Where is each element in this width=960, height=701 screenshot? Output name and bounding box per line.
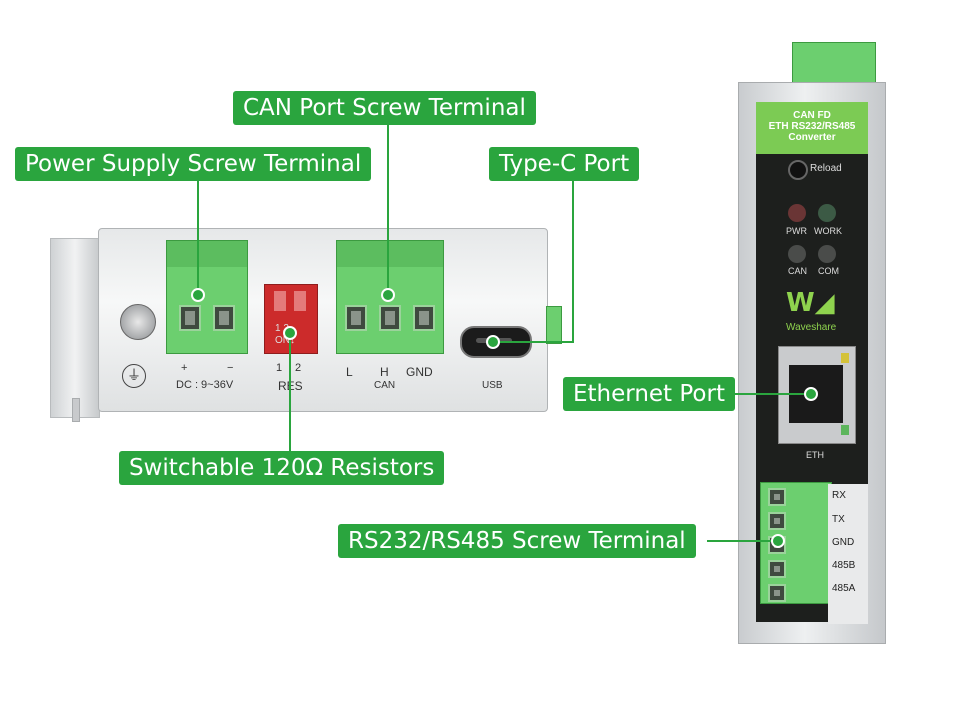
front-view-device: CAN FD ETH RS232/RS485 Converter Reload … <box>738 40 888 645</box>
plus-label: + <box>181 362 188 374</box>
resistors-callout: Switchable 120Ω Resistors <box>119 451 445 485</box>
sw1-label: 1 <box>276 362 283 374</box>
dc-voltage-label: DC : 9~36V <box>176 379 234 391</box>
work-led <box>818 204 836 222</box>
can-group-label: CAN <box>374 380 396 391</box>
sw2-label: 2 <box>295 362 302 374</box>
can-screw-l <box>345 305 367 331</box>
pwr-label: PWR <box>786 226 807 236</box>
reload-button[interactable] <box>788 160 808 180</box>
usb-label: USB <box>482 380 503 391</box>
title-line2: ETH RS232/RS485 <box>768 121 856 132</box>
pin-label-strip <box>828 484 868 624</box>
can-port-callout: CAN Port Screw Terminal <box>233 91 536 125</box>
bottom-view-device: ⏚ + − DC : 9~36V 1 2 ON↓ 1 2 RES L H GND… <box>50 218 562 422</box>
pin-label-gnd: GND <box>832 537 855 548</box>
clip-pin <box>72 398 80 422</box>
type-c-leader-v <box>572 181 574 343</box>
can-gnd-label: GND <box>406 365 433 379</box>
top-terminal <box>792 42 876 86</box>
power-supply-dot <box>191 288 205 302</box>
can-led <box>788 245 806 263</box>
ethernet-dot <box>804 387 818 401</box>
reload-label: Reload <box>810 163 842 174</box>
power-terminal <box>166 240 248 354</box>
title-line3: Converter <box>788 132 836 143</box>
ethernet-callout: Ethernet Port <box>563 377 735 411</box>
rs232-485-callout: RS232/RS485 Screw Terminal <box>338 524 696 558</box>
can-port-leader <box>387 125 389 295</box>
com-led <box>818 245 836 263</box>
type-c-callout: Type-C Port <box>489 147 640 181</box>
switch-on-label: ON↓ <box>275 335 295 346</box>
power-screw-minus <box>213 305 235 331</box>
type-c-dot <box>486 335 500 349</box>
pin-label-485b: 485B <box>832 560 856 571</box>
work-label: WORK <box>814 226 842 236</box>
rs232-485-dot <box>771 534 785 548</box>
waveshare-logo-icon: W◢ <box>786 288 835 318</box>
minus-label: − <box>227 362 234 374</box>
power-screw-plus <box>179 305 201 331</box>
can-h-label: H <box>380 365 389 379</box>
resistors-leader <box>289 332 291 451</box>
brand-label: Waveshare <box>786 322 837 333</box>
ethernet-leader <box>730 393 810 395</box>
dip-switch[interactable]: 1 2 ON↓ <box>264 284 318 354</box>
serial-screw-rx <box>768 488 786 506</box>
can-led-label: CAN <box>788 266 808 276</box>
can-terminal <box>336 240 444 354</box>
resistors-dot <box>283 326 297 340</box>
can-l-label: L <box>346 365 353 379</box>
type-c-leader-h <box>494 341 574 343</box>
can-screw-h <box>379 305 401 331</box>
rs232-485-leader <box>707 540 777 542</box>
ground-symbol-icon: ⏚ <box>122 364 146 388</box>
pin-label-485a: 485A <box>832 583 856 594</box>
serial-screw-tx <box>768 512 786 530</box>
power-supply-callout: Power Supply Screw Terminal <box>15 147 372 181</box>
din-clip <box>50 238 100 418</box>
pwr-led <box>788 204 806 222</box>
serial-screw-485b <box>768 560 786 578</box>
title-line1: CAN FD <box>793 110 831 121</box>
can-screw-gnd <box>413 305 435 331</box>
pin-label-tx: TX <box>832 514 845 525</box>
serial-screw-485a <box>768 584 786 602</box>
side-terminal-stub <box>546 306 562 344</box>
can-port-dot <box>381 288 395 302</box>
product-label: CAN FD ETH RS232/RS485 Converter <box>756 102 868 154</box>
power-supply-leader <box>197 181 199 295</box>
ground-screw <box>120 304 156 340</box>
com-led-label: COM <box>818 266 839 276</box>
switch-number-label: 1 2 <box>275 323 289 334</box>
eth-label: ETH <box>806 450 824 460</box>
pin-label-rx: RX <box>832 490 846 501</box>
